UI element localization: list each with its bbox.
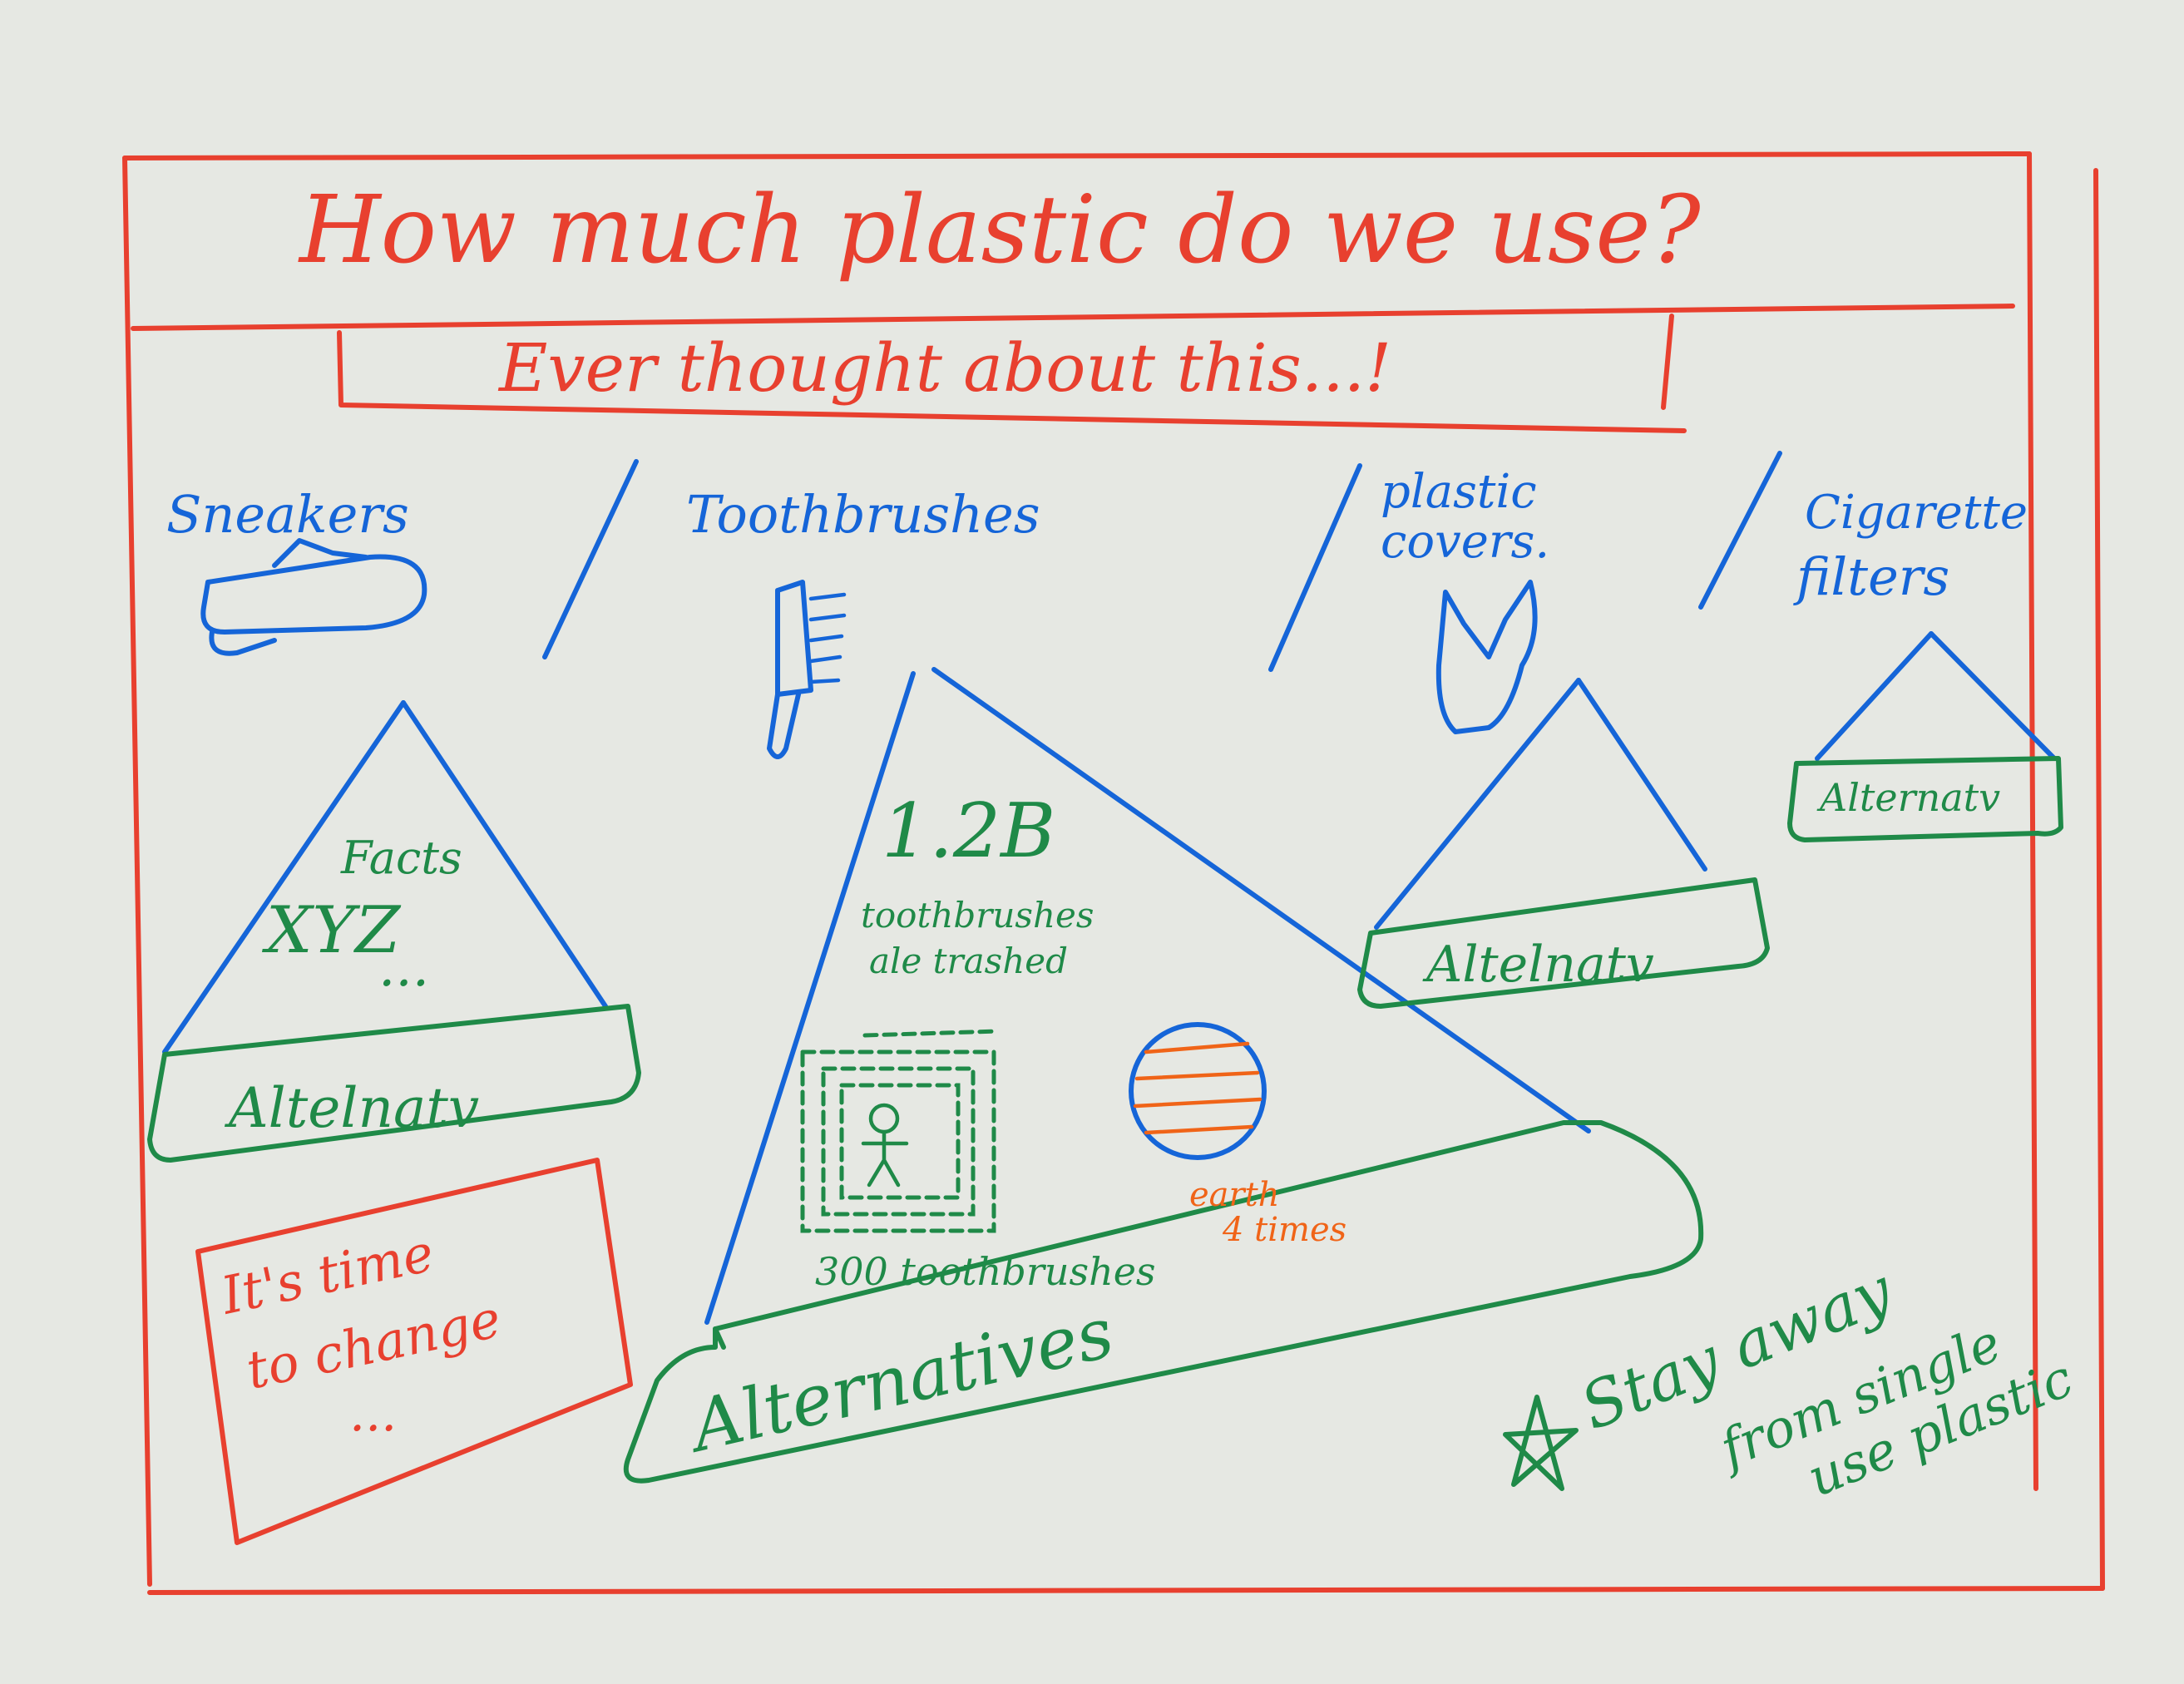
covers-alternatives: Altelnatv [1422,936,1654,994]
plastic-bag-icon [1435,580,1538,734]
sneakers-alternatives: Altelnatv [224,1076,479,1140]
subtitle: Ever thought about this...! [497,329,1391,407]
xyz-label: XYZ [261,893,402,968]
sneaker-icon [200,538,427,656]
facts-ellipsis: ... [378,937,429,999]
outer-frame [122,151,2105,1595]
category-label-covers: covers. [1381,515,1549,569]
earth-icon [1129,1022,1267,1160]
page-title: How much plastic do we use? [298,176,1702,284]
earth-label-1: earth [1189,1176,1279,1214]
cigarette-alternatives: Alternatv [1816,775,2000,820]
category-label-toothbrushes: Toothbrushes [686,484,1040,545]
stat-line-2: ale trashed [869,941,1068,981]
category-label-cigarette: Cigarette [1805,486,2028,540]
subtitle-box [337,314,1687,433]
category-dividers [542,451,1782,672]
toothbrush-stack-icon [800,1029,1001,1233]
covers-pyramid [1357,678,1770,1009]
toothbrush-icon [767,580,847,759]
earth-label-2: 4 times [1222,1211,1346,1249]
stat-value: 1.2B [882,788,1055,875]
facts-label: Facts [340,832,462,884]
callout-box [195,1158,633,1545]
category-label-sneakers: Sneakers [166,484,409,545]
callout-ellipsis: ... [349,1385,397,1443]
stat-line-1: toothbrushes [861,895,1094,936]
sneakers-pyramid [147,700,641,1163]
toothbrush-stack-label: 300 toothbrushes [815,1249,1156,1294]
category-label-plastic: plastic [1381,465,1537,519]
star-icon [1503,1395,1579,1491]
toothbrush-alternatives: Alternatives [679,1291,1121,1469]
cigarette-pyramid [1787,631,2063,842]
category-label-filters: filters [1793,546,1949,607]
toothbrush-pyramid [623,667,1704,1484]
